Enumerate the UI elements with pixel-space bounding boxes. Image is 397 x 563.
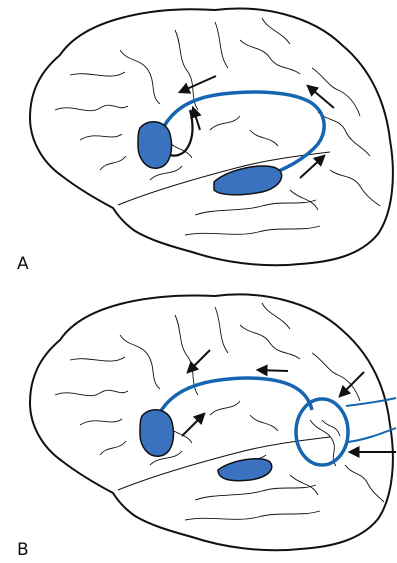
panel-b [30,294,396,550]
panel-a [30,8,393,265]
brain-region-blob-icon [138,122,172,168]
panel-label-b: B [17,542,29,559]
brain-outline-icon [30,8,393,265]
arrow-icon [258,370,288,371]
panel-label-a: A [17,256,29,273]
brain-region-blob-icon [140,410,174,456]
